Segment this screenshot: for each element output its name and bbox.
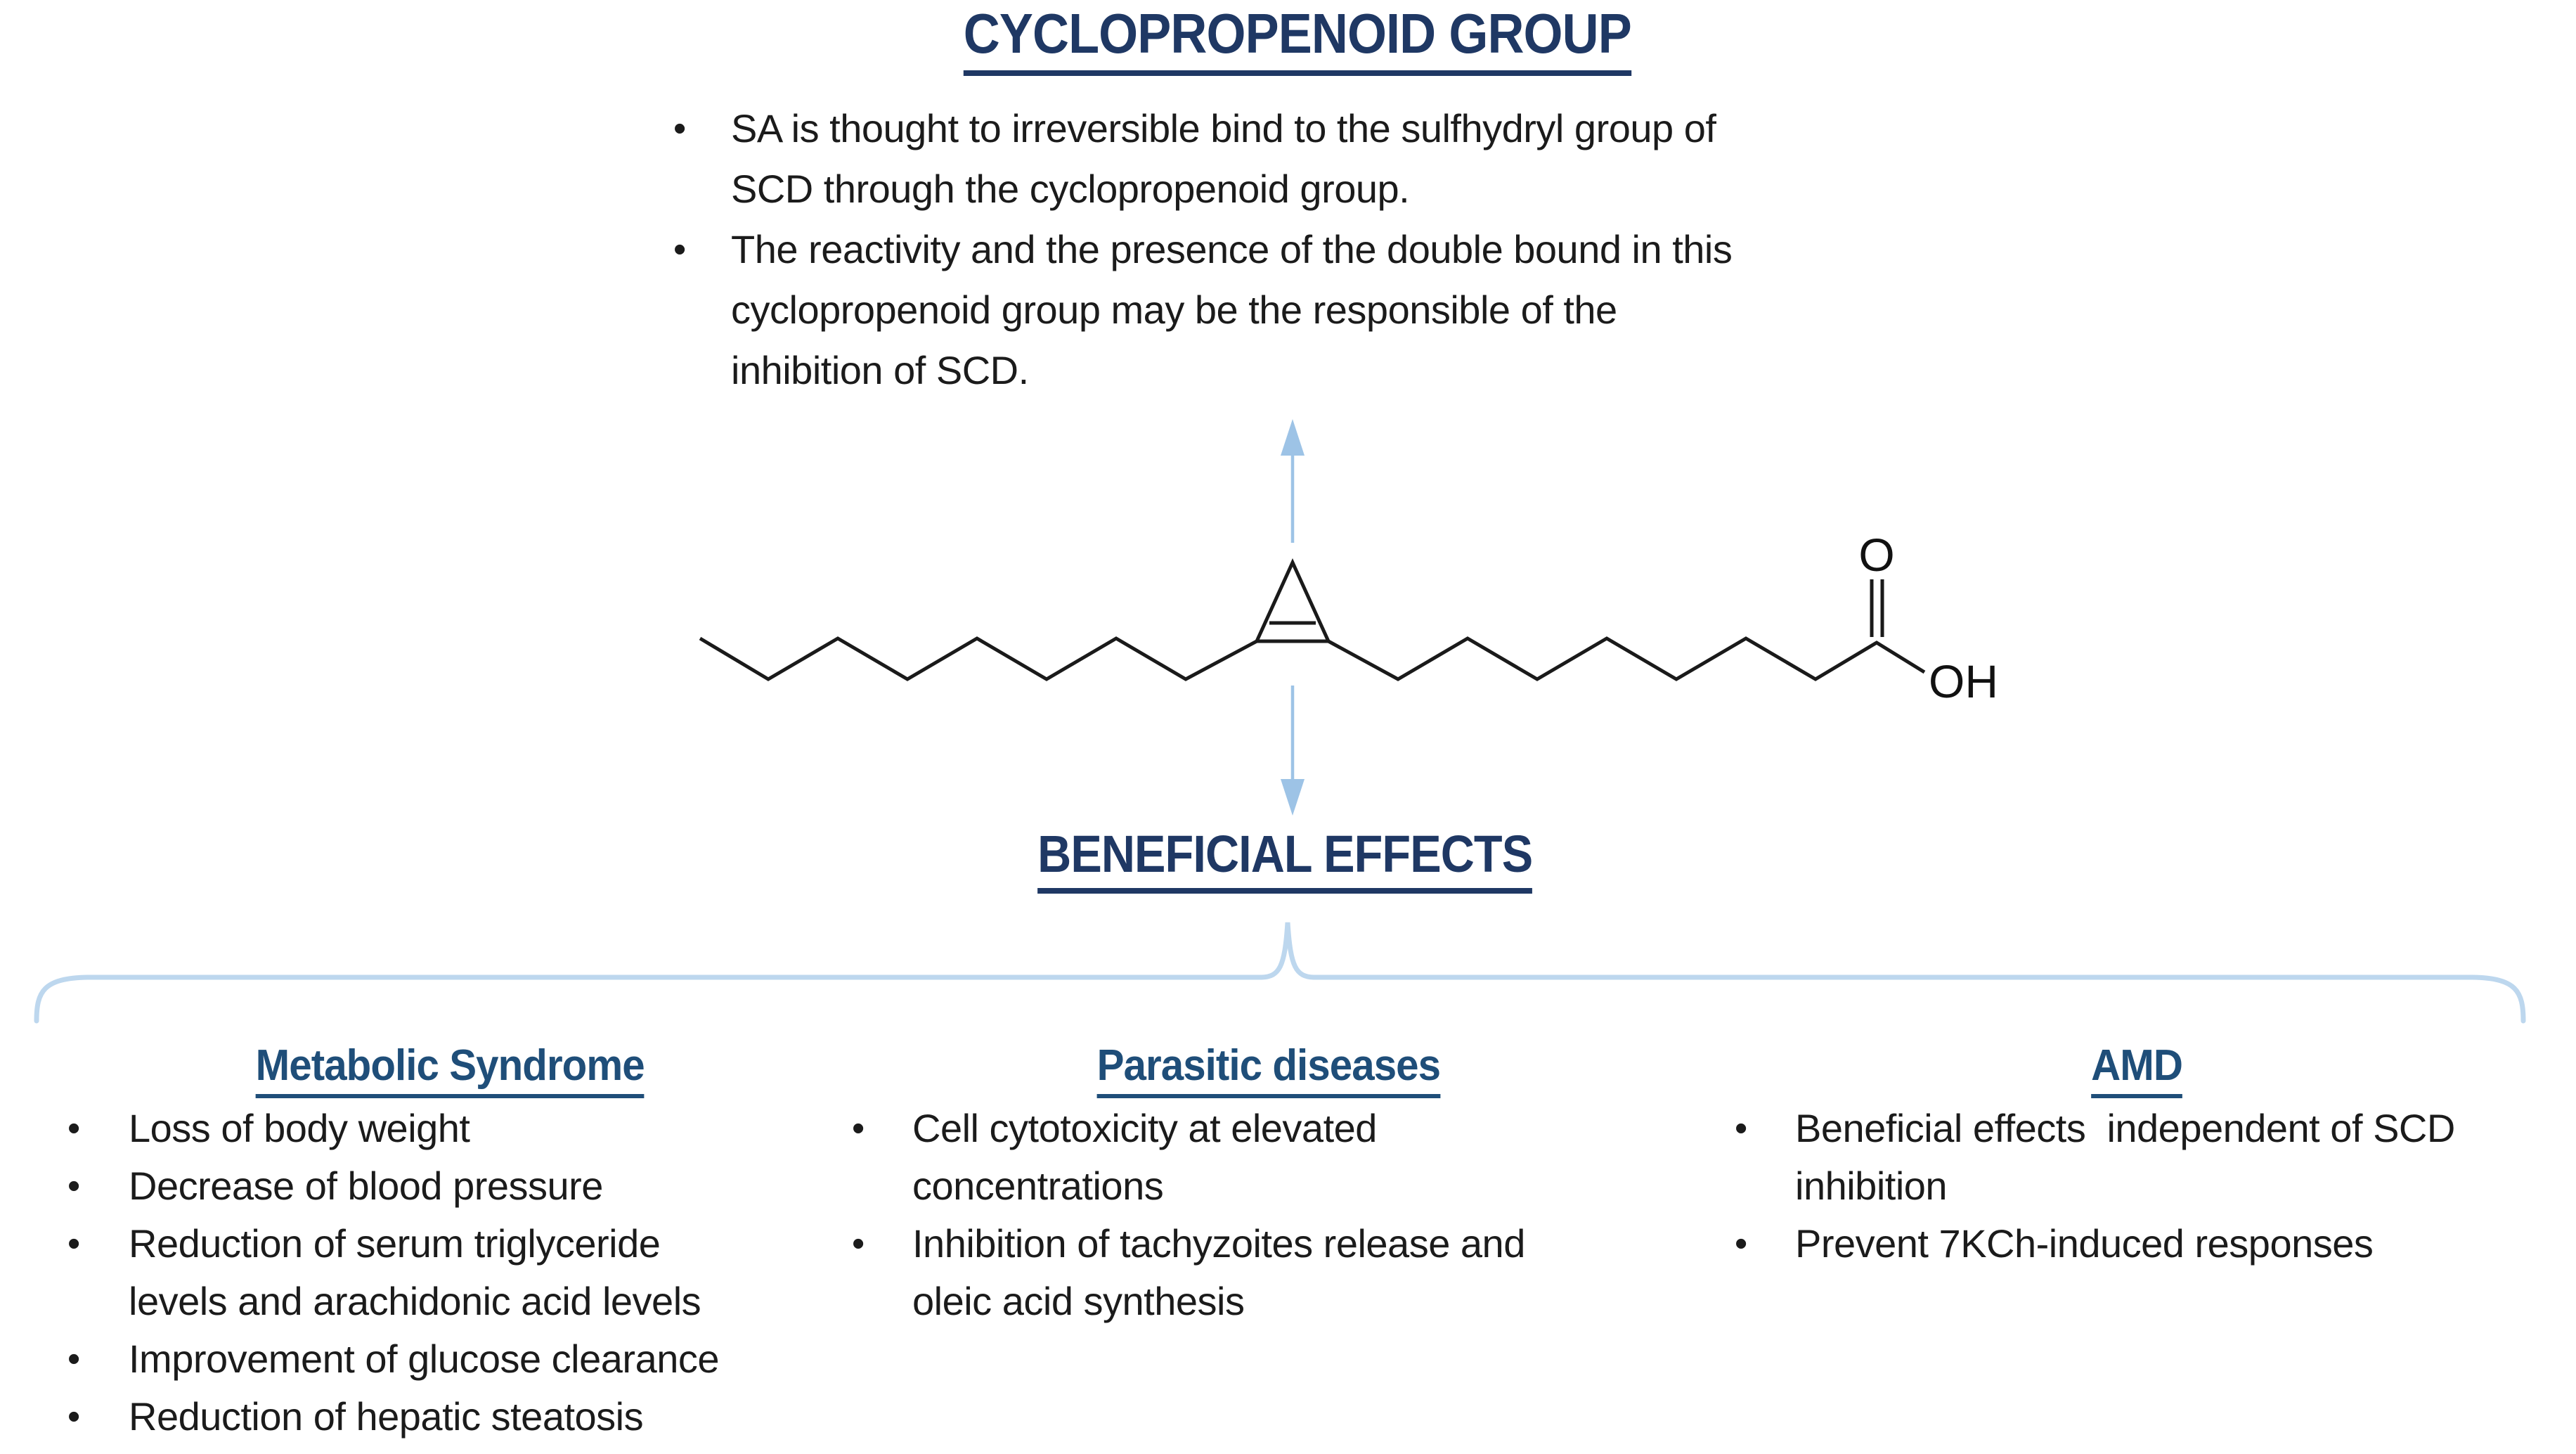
list-item: Reduction of hepatic steatosis <box>129 1394 644 1439</box>
beneficial-effects-title: BENEFICIAL EFFECTS <box>582 824 1988 894</box>
bullet-marker: • <box>67 1166 81 1207</box>
list-item: Reduction of serum triglyceride <box>129 1221 661 1266</box>
bullet-marker: • <box>852 1223 865 1264</box>
column-heading: Metabolic Syndrome <box>63 1041 836 1098</box>
list-item: Prevent 7KCh-induced responses <box>1795 1221 2374 1266</box>
page-title: CYCLOPROPENOID GROUP <box>595 1 2000 76</box>
top-bullet-line: SCD through the cyclopropenoid group. <box>731 167 1410 211</box>
brace-icon <box>34 922 2526 1024</box>
top-bullet-line: SA is thought to irreversible bind to th… <box>731 106 1716 150</box>
top-bullet-line: inhibition of SCD. <box>731 348 1029 392</box>
list-item: Beneficial effects independent of SCD <box>1795 1106 2455 1150</box>
list-item: Inhibition of tachyzoites release and <box>912 1221 1525 1266</box>
arrow-down-icon <box>1281 686 1305 816</box>
list-item: levels and arachidonic acid levels <box>129 1279 701 1323</box>
list-item: concentrations <box>912 1164 1164 1208</box>
column-heading: AMD <box>1715 1041 2558 1098</box>
bullet-marker: • <box>67 1396 81 1437</box>
bullet-marker: • <box>67 1108 81 1149</box>
hydroxyl-label: OH <box>1929 655 1998 707</box>
list-item: Loss of body weight <box>129 1106 470 1150</box>
bullet-marker: • <box>673 229 687 270</box>
list-item: inhibition <box>1795 1164 1948 1208</box>
bullet-marker: • <box>67 1223 81 1264</box>
bullet-marker: • <box>852 1108 865 1149</box>
beneficial-effects-title-text: BENEFICIAL EFFECTS <box>1037 824 1533 894</box>
list-item: Cell cytotoxicity at elevated <box>912 1106 1377 1150</box>
column-heading: Parasitic diseases <box>836 1041 1701 1098</box>
sterculic-acid-structure: O OH <box>699 529 1998 707</box>
oxygen-label: O <box>1858 529 1894 581</box>
bullet-marker: • <box>1735 1108 1748 1149</box>
bullet-marker: • <box>673 108 687 149</box>
cyclopropene-ring <box>1254 558 1331 643</box>
arrow-up-icon <box>1281 419 1305 543</box>
list-item: Improvement of glucose clearance <box>129 1337 720 1381</box>
molecule-figure: O OH <box>699 419 1998 816</box>
page-title-text: CYCLOPROPENOID GROUP <box>963 1 1632 76</box>
list-item: oleic acid synthesis <box>912 1279 1245 1323</box>
bullet-marker: • <box>67 1339 81 1379</box>
bullet-marker: • <box>1735 1223 1748 1264</box>
top-bullet-line: The reactivity and the presence of the d… <box>731 227 1733 271</box>
top-bullet-line: cyclopropenoid group may be the responsi… <box>731 288 1617 332</box>
list-item: Decrease of blood pressure <box>129 1164 603 1208</box>
